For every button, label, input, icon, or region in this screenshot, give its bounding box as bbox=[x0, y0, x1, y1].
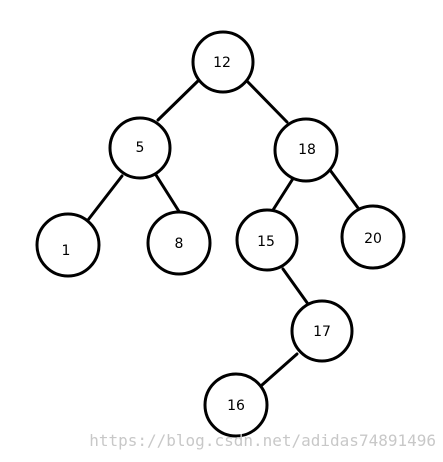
node-circle bbox=[191, 30, 255, 94]
tree-node-16: 16 bbox=[203, 372, 269, 438]
node-circle bbox=[235, 208, 299, 272]
edge-15-17 bbox=[281, 267, 310, 306]
tree-node-12: 12 bbox=[191, 30, 255, 94]
edge-18-15 bbox=[271, 175, 296, 212]
node-label: 20 bbox=[364, 231, 382, 247]
tree-node-1: 1 bbox=[35, 212, 101, 278]
node-label: 5 bbox=[136, 140, 145, 156]
node-label: 8 bbox=[175, 236, 184, 252]
edge-5-1 bbox=[86, 174, 124, 222]
node-circle bbox=[290, 299, 354, 363]
node-circle bbox=[108, 116, 172, 180]
edge-17-16 bbox=[260, 352, 299, 387]
tree-edges bbox=[86, 76, 363, 387]
node-label: 12 bbox=[213, 55, 231, 71]
tree-node-15: 15 bbox=[235, 208, 299, 272]
node-circle bbox=[340, 204, 406, 270]
node-label: 17 bbox=[313, 324, 331, 340]
node-circle bbox=[203, 372, 269, 438]
edge-5-8 bbox=[154, 173, 182, 215]
tree-node-18: 18 bbox=[273, 117, 339, 183]
node-label: 18 bbox=[298, 142, 316, 158]
tree-node-20: 20 bbox=[340, 204, 406, 270]
tree-node-17: 17 bbox=[290, 299, 354, 363]
tree-node-5: 5 bbox=[108, 116, 172, 180]
node-label: 15 bbox=[257, 234, 275, 250]
node-circle bbox=[35, 212, 101, 278]
edge-12-18 bbox=[242, 76, 289, 124]
node-circle bbox=[273, 117, 339, 183]
node-circle bbox=[146, 210, 212, 276]
node-label: 1 bbox=[62, 243, 71, 259]
node-label: 16 bbox=[227, 398, 245, 414]
tree-node-8: 8 bbox=[146, 210, 212, 276]
edge-18-20 bbox=[328, 168, 363, 214]
edge-12-5 bbox=[156, 76, 203, 122]
watermark-text: https://blog.csdn.net/adidas74891496 bbox=[89, 431, 436, 450]
